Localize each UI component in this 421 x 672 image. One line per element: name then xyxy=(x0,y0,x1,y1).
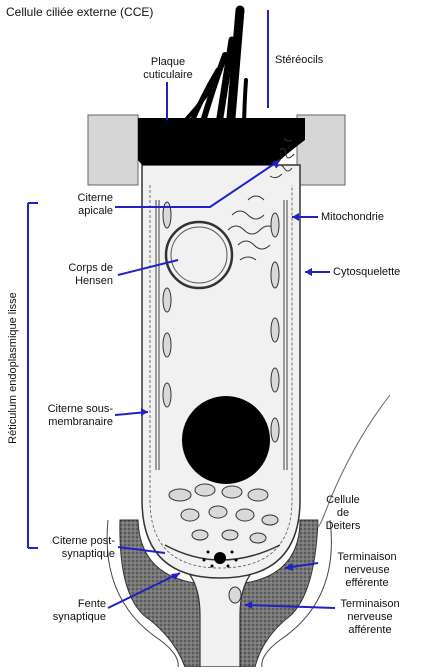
label-terminaison-afferente: Terminaison nerveuse afférente xyxy=(340,598,400,636)
label-cytosquelette: Cytosquelette xyxy=(333,266,401,278)
cell-inner-membrane xyxy=(149,185,293,569)
pointer-arrowheads xyxy=(141,160,312,609)
label-cellule-deiters: Cellule de Deiters xyxy=(325,494,361,532)
label-citerne-post-synaptique: Citerne post- synaptique xyxy=(52,535,115,560)
label-plaque-cuticulaire: Plaque cuticulaire xyxy=(143,56,193,81)
synaptic-vesicles xyxy=(202,550,238,568)
reticular-lamina-left xyxy=(87,114,139,186)
hensen-body-inner xyxy=(170,226,228,284)
label-terminaison-efferente: Terminaison nerveuse efférente xyxy=(337,551,397,589)
label-fente-synaptique: Fente synaptique xyxy=(52,598,106,623)
synaptic-body xyxy=(214,552,226,564)
label-citerne-apicale: Citerne apicale xyxy=(77,192,113,217)
diagram-title: Cellule ciliée externe (CCE) xyxy=(6,5,154,19)
nucleus xyxy=(182,396,270,484)
subsurface-cisterns xyxy=(155,200,288,470)
stereocilia-bundle xyxy=(174,5,248,135)
label-reticulum: Réticulum endoplasmique lisse xyxy=(7,292,19,444)
label-corps-hensen: Corps de Hensen xyxy=(68,262,113,287)
afferent-mitochondrion xyxy=(228,586,242,604)
golgi-zone xyxy=(227,195,277,261)
label-mitochondrie: Mitochondrie xyxy=(321,211,384,223)
mitochondria xyxy=(162,201,280,544)
deiters-outline xyxy=(106,519,332,668)
reticulum-bracket xyxy=(27,202,38,549)
cell-body xyxy=(141,164,301,579)
hensen-body-outer xyxy=(164,220,234,290)
cuticular-plate xyxy=(138,118,305,165)
deiters-curve xyxy=(317,394,391,528)
label-stereocils: Stéréocils xyxy=(275,54,324,66)
label-citerne-sous-membranaire: Citerne sous- membranaire xyxy=(47,403,113,428)
apical-cistern xyxy=(269,137,295,179)
